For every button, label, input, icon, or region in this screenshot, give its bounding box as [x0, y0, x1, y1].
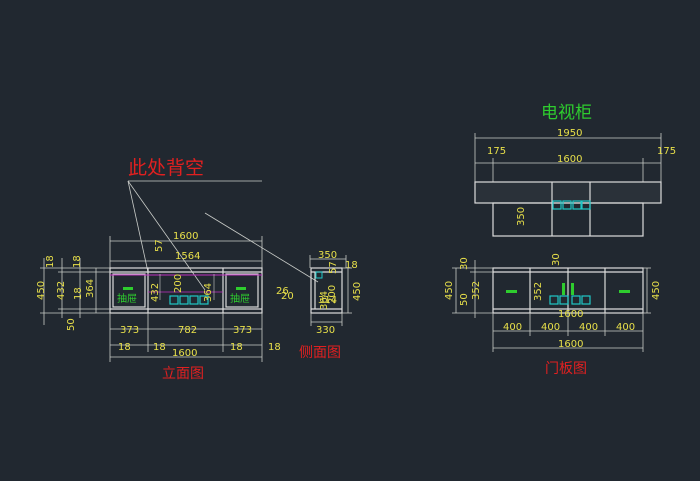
outlets — [169, 295, 209, 305]
back-open-note: 此处背空 — [128, 157, 204, 179]
tabletop-plan — [474, 181, 662, 204]
dim-side-314: 314 — [318, 295, 337, 306]
door-handle — [506, 290, 517, 293]
drawer-label-left: 抽屉 — [117, 292, 137, 305]
door-panel-view: 30 450 50 352 30 352 450 400 400 400 400… — [444, 253, 662, 377]
dim-top-175-right: 175 — [657, 146, 676, 157]
dim-left-18b: 18 — [72, 255, 83, 268]
dim-door-30b: 30 — [551, 253, 562, 266]
outlets-plan — [552, 200, 591, 210]
door-handle — [619, 290, 630, 293]
dim-door-352-mid: 352 — [533, 282, 544, 301]
dim-top-total: 1600 — [173, 231, 198, 242]
door-handle — [571, 283, 574, 295]
dim-inner-364: 364 — [203, 283, 214, 302]
dim-bottom-18a: 18 — [118, 342, 131, 353]
dim-door-450-right: 450 — [651, 281, 662, 300]
side-view-title: 侧面图 — [299, 345, 341, 361]
dim-bottom-373b: 373 — [233, 325, 252, 336]
door-panel-title: 门板图 — [545, 361, 587, 377]
dim-left-18c: 18 — [73, 287, 84, 300]
door-handle — [562, 283, 565, 295]
dim-bottom-total: 1600 — [172, 348, 197, 359]
dim-inner-432: 432 — [150, 283, 161, 302]
dim-door-50: 50 — [459, 293, 470, 306]
dim-door-1600b: 1600 — [558, 339, 583, 350]
dim-top-175-left: 175 — [487, 146, 506, 157]
dim-bottom-18b: 18 — [153, 342, 166, 353]
dim-top-350: 350 — [516, 207, 527, 226]
drawer-right — [225, 273, 259, 308]
outlets-door — [549, 295, 591, 305]
dim-bottom-373a: 373 — [120, 325, 139, 336]
dim-bottom-18d: 18 — [268, 342, 281, 353]
drawer-handle — [236, 287, 246, 290]
dim-side-57: 57 — [328, 261, 339, 274]
cabinet-plan — [492, 202, 644, 237]
dim-side-350: 350 — [318, 250, 337, 261]
dim-bottom-18c: 18 — [230, 342, 243, 353]
dim-inner-200: 200 — [173, 274, 184, 293]
dim-door-450-left: 450 — [444, 281, 455, 300]
leader-line — [127, 180, 149, 273]
dim-side-200: 200 — [327, 285, 338, 304]
drawer-handle — [123, 287, 133, 290]
top-view: 电视柜 1950 175 1600 175 350 — [474, 103, 676, 237]
dim-door-352-left: 352 — [471, 281, 482, 300]
dim-side-450: 450 — [352, 282, 363, 301]
dim-door-400d: 400 — [616, 322, 635, 333]
dim-side-364: 364 — [319, 291, 330, 310]
dim-top-1600: 1600 — [557, 154, 582, 165]
elevation-view: 1600 1564 57 抽屉 抽屉 432 200 364 — [36, 231, 281, 382]
dim-left-50: 50 — [66, 318, 77, 331]
cabinet-body — [109, 267, 263, 314]
dim-side-26: 26 — [276, 286, 289, 297]
dim-bottom-782: 782 — [178, 325, 197, 336]
drawer-left — [112, 273, 146, 308]
dim-door-1600a: 1600 — [558, 309, 583, 320]
dim-top-inner: 1564 — [175, 251, 200, 262]
dim-top-1950: 1950 — [557, 128, 582, 139]
dim-side-20: 20 — [281, 291, 294, 302]
drawer-label-right: 抽屉 — [230, 292, 250, 305]
dim-door-400c: 400 — [579, 322, 598, 333]
dim-side-330: 330 — [316, 325, 335, 336]
dim-left-450: 450 — [36, 281, 47, 300]
dim-57: 57 — [154, 239, 165, 252]
tv-cabinet-title: 电视柜 — [541, 103, 592, 123]
elevation-title: 立面图 — [162, 366, 204, 382]
dim-door-400a: 400 — [503, 322, 522, 333]
dim-door-30a: 30 — [459, 257, 470, 270]
dim-door-400b: 400 — [541, 322, 560, 333]
dim-left-364: 364 — [85, 279, 96, 298]
leader-line — [204, 212, 319, 283]
side-body — [310, 267, 343, 314]
side-view: 350 18 57 200 364 314 26 20 450 330 侧面图 — [276, 250, 363, 361]
dim-left-18a: 18 — [45, 255, 56, 268]
dim-left-432: 432 — [56, 281, 67, 300]
dim-side-18: 18 — [345, 260, 358, 271]
